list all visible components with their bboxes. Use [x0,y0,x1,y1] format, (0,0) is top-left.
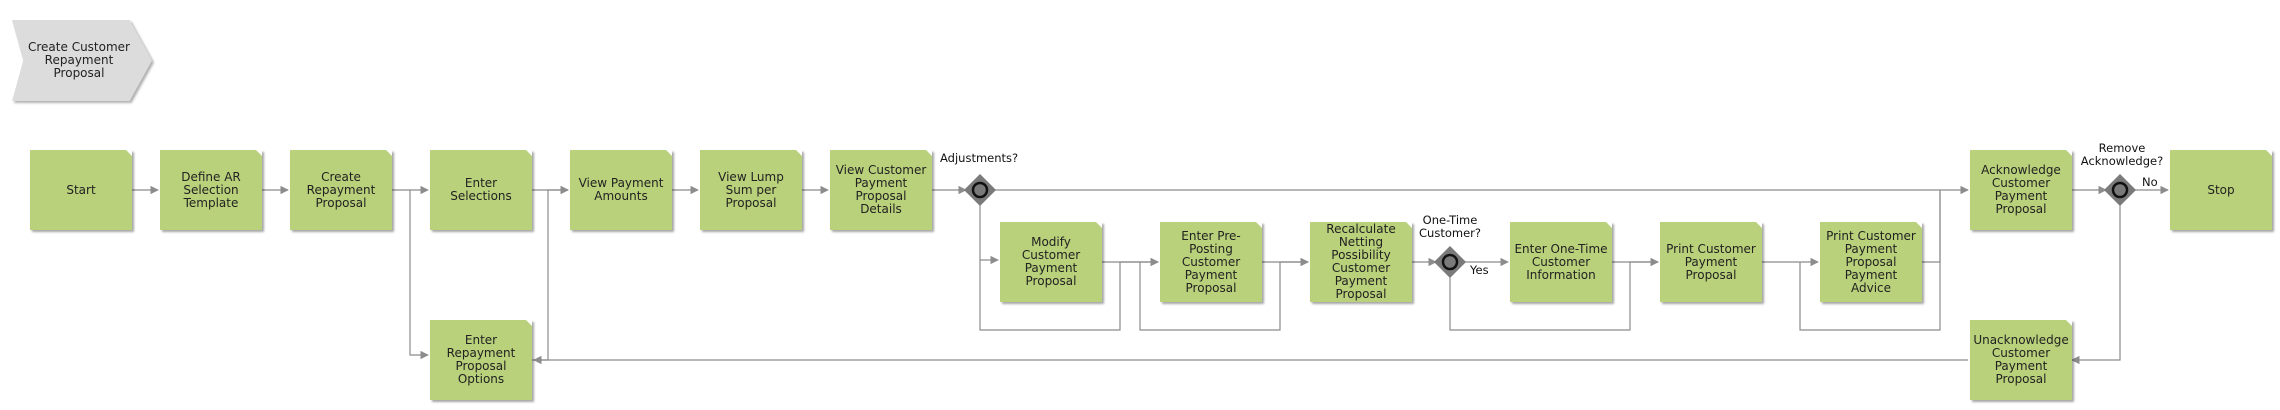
one-time-customer-info-box[interactable]: Enter One-Time Customer Information [1510,222,1612,302]
edge-advice-acknowledge [1922,190,1941,263]
modify-proposal-label: Modify Customer Payment Proposal [1021,235,1081,288]
stop-box[interactable]: Stop [2170,150,2272,230]
start-box[interactable]: Start [30,150,132,230]
edge-label-no: No [2142,175,2158,189]
stop-label: Stop [2207,182,2235,197]
edge-removeack-unack [2071,204,2121,365]
edge-create-options [409,190,429,360]
create-repayment-proposal-box[interactable]: Create Repayment Proposal [290,150,392,230]
enter-repayment-options-label: Enter Repayment Proposal Options [446,333,516,386]
define-ar-template-label: Define AR Selection Template [181,169,241,210]
start-label: Start [66,182,96,197]
acknowledge-proposal-box[interactable]: Acknowledge Customer Payment Proposal [1970,150,2072,230]
process-title-text: Create Customer Repayment Proposal [28,40,130,80]
gateway-remove-ack-label: Remove Acknowledge? [2080,141,2164,168]
pre-posting-proposal-label: Enter Pre-Posting Customer Payment Propo… [1181,228,1241,295]
view-proposal-details-label: View Customer Payment Proposal Details [835,163,927,216]
pre-posting-proposal-box[interactable]: Enter Pre-Posting Customer Payment Propo… [1160,222,1262,302]
edge-label-yes: Yes [1470,263,1489,277]
enter-selections-label: Enter Selections [450,176,512,203]
gateway-adjustments-label: Adjustments? [940,151,1019,165]
print-proposal-box[interactable]: Print Customer Payment Proposal [1660,222,1762,302]
print-proposal-label: Print Customer Payment Proposal [1666,241,1756,282]
view-lump-sum-label: View Lump Sum per Proposal [718,169,784,210]
unacknowledge-proposal-box[interactable]: Unacknowledge Customer Payment Proposal [1970,320,2072,400]
edge-options-amounts [532,185,569,361]
modify-proposal-box[interactable]: Modify Customer Payment Proposal [1000,222,1102,302]
print-payment-advice-label: Print Customer Payment Proposal Payment … [1826,228,1916,295]
recalculate-netting-box[interactable]: Recalculate Netting Possibility Customer… [1310,222,1412,302]
enter-repayment-options-box[interactable]: Enter Repayment Proposal Options [430,320,532,400]
enter-selections-box[interactable]: Enter Selections [430,150,532,230]
create-repayment-proposal-label: Create Repayment Proposal [306,169,376,210]
unacknowledge-proposal-label: Unacknowledge Customer Payment Proposal [1973,333,2069,386]
gateway-adjustments[interactable] [964,174,996,206]
gateway-one-time-customer[interactable] [1434,246,1466,278]
view-lump-sum-box[interactable]: View Lump Sum per Proposal [700,150,802,230]
process-title: Create Customer Repayment Proposal [12,20,152,101]
acknowledge-proposal-label: Acknowledge Customer Payment Proposal [1981,163,2061,216]
view-payment-amounts-label: View Payment Amounts [578,176,664,203]
view-payment-amounts-box[interactable]: View Payment Amounts [570,150,672,230]
gateway-remove-acknowledge[interactable] [2104,174,2136,206]
gateway-one-time-label: One-Time Customer? [1419,213,1481,240]
define-ar-template-box[interactable]: Define AR Selection Template [160,150,262,230]
edge-adjustments-modify [979,204,999,265]
recalculate-netting-label: Recalculate Netting Possibility Customer… [1326,222,1396,301]
print-payment-advice-box[interactable]: Print Customer Payment Proposal Payment … [1820,222,1922,302]
one-time-customer-info-label: Enter One-Time Customer Information [1514,241,1608,282]
view-proposal-details-box[interactable]: View Customer Payment Proposal Details [830,150,932,230]
